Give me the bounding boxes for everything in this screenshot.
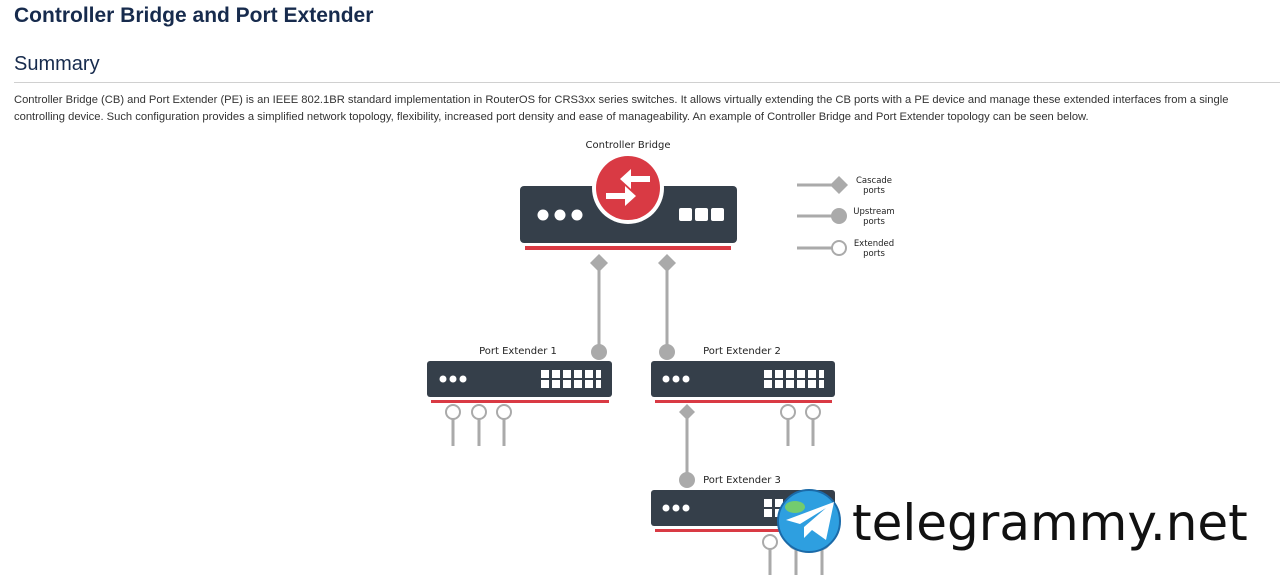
extended-port-icon: [780, 404, 796, 420]
extended-port-icon: [496, 404, 512, 420]
controller-bridge-label: Controller Bridge: [586, 140, 671, 151]
pe3-label: Port Extender 3: [703, 475, 781, 486]
extended-port-icon: [471, 404, 487, 420]
legend-extended-line2: ports: [863, 249, 885, 259]
legend-upstream-line2: ports: [863, 217, 885, 227]
controller-bridge-device: Controller Bridge: [520, 140, 737, 272]
port-extender-2-device: Port Extender 2: [651, 344, 835, 420]
pe1-label: Port Extender 1: [479, 346, 557, 357]
summary-paragraph: Controller Bridge (CB) and Port Extender…: [14, 94, 1229, 123]
section-heading-summary: Summary: [14, 53, 100, 75]
legend-cascade-line2: ports: [863, 186, 885, 196]
legend-extended-line1: Extended: [854, 239, 894, 249]
upstream-port-legend-icon: [831, 208, 847, 224]
diagram-legend: Cascade ports Upstream ports Extended po…: [797, 176, 895, 259]
cascade-port-icon: [679, 404, 695, 420]
upstream-port-icon: [679, 472, 695, 488]
page-title: Controller Bridge and Port Extender: [14, 4, 374, 27]
legend-upstream-line1: Upstream: [853, 207, 894, 217]
upstream-port-icon: [659, 344, 675, 360]
extended-port-legend-icon: [831, 240, 847, 256]
upstream-port-icon: [591, 344, 607, 360]
watermark: telegrammy.net: [777, 489, 1248, 553]
telegram-logo-icon: [777, 489, 841, 553]
port-extender-1-device: Port Extender 1: [427, 344, 612, 420]
extended-port-icon: [762, 534, 778, 550]
pe2-label: Port Extender 2: [703, 346, 781, 357]
extended-port-icon: [445, 404, 461, 420]
watermark-text: telegrammy.net: [852, 494, 1248, 552]
cascade-port-legend-icon: [830, 176, 848, 194]
cascade-port-icon: [590, 254, 608, 272]
legend-cascade-line1: Cascade: [856, 176, 892, 186]
switch-arrows-icon: [596, 156, 660, 220]
accent-bar: [525, 246, 731, 250]
cascade-port-icon: [658, 254, 676, 272]
heading-divider: [14, 82, 1280, 83]
extended-port-icon: [805, 404, 821, 420]
